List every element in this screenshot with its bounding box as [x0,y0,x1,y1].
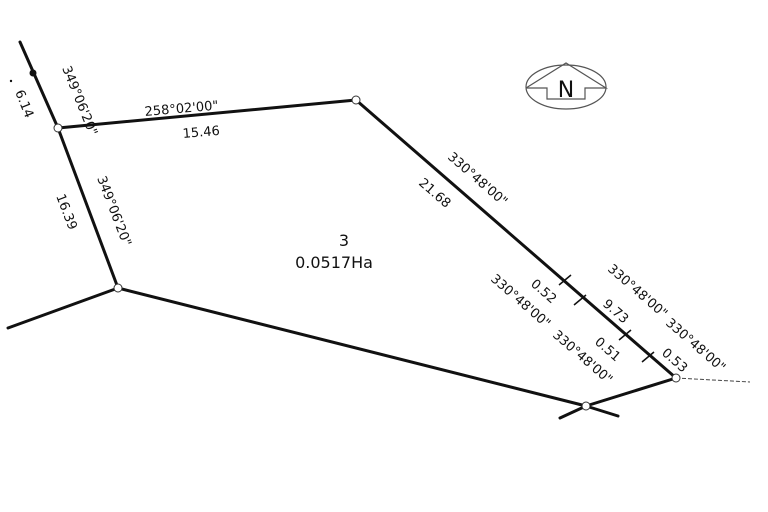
parcel-area: 0.0517Ha [295,253,373,272]
right-bearing: 330°48'00" [444,150,510,210]
boundary-bottom [116,286,588,408]
left-distance: 16.39 [52,192,79,232]
top-bearing: 258°02'00" [144,99,219,120]
seg4-distance: 0.53 [658,346,690,376]
survey-marker [29,69,37,77]
corner-point [671,373,681,383]
boundary-cross-b [584,404,620,418]
top-distance: 15.46 [182,124,220,142]
dashed-extension [675,377,751,383]
boundary-top [56,98,358,130]
north-label: N [558,78,574,103]
boundary-west-extension [6,286,120,330]
corner-point [581,401,591,411]
parcel-number: 3 [339,231,349,250]
boundary-right [354,98,678,380]
corner-point [53,123,63,133]
boundary-cross-a [558,404,588,420]
boundary-left-upper [18,40,60,130]
segment-ticks [558,274,655,363]
corner-point [351,95,361,105]
boundary-left [56,126,120,290]
boundary-southeast [584,376,678,408]
north-arrow: N [525,62,609,110]
seg2-distance: 9.73 [599,297,631,327]
corner-point [113,283,123,293]
left-top-distance: 6.14 [11,88,36,120]
